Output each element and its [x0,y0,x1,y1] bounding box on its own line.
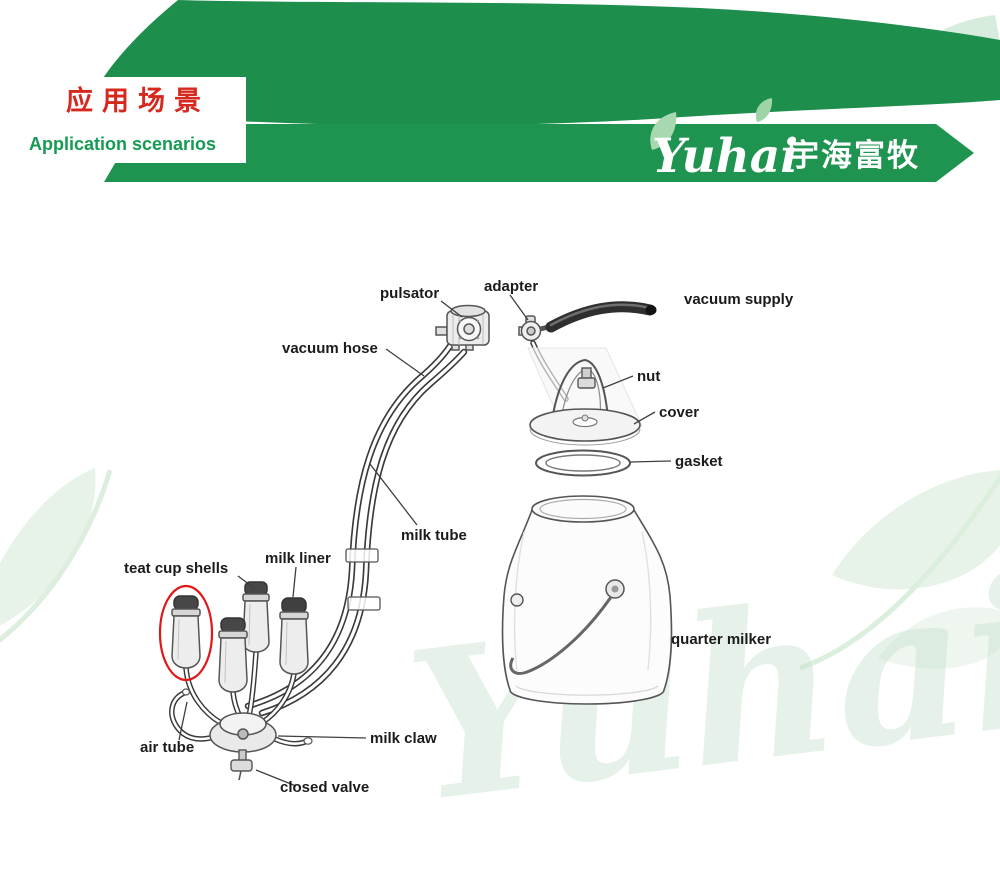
bucket-handle-wire [509,596,613,675]
leader-gasket [629,460,672,463]
label-vacuum-supply: vacuum supply [684,291,794,308]
leader-lines [178,294,672,787]
label-closed-valve: closed valve [280,779,369,796]
logo-leaf-icon [650,112,677,150]
teat-cup-1-drawing [171,595,224,726]
green-ribbon-banner [104,124,974,182]
label-air-tube: air tube [140,739,194,756]
pulsator-drawing [435,304,490,351]
lid-handle [551,358,609,421]
leader-milk-claw [277,735,367,739]
claw-outlet-tube [272,736,313,747]
teat-cup-3-drawing [242,581,270,719]
nut-drawing [577,367,596,389]
label-gasket: gasket [675,453,723,470]
leader-milk-tube [369,463,418,526]
part-labels: pulsator adapter vacuum supply vacuum ho… [124,278,794,796]
brand-logo-script: Yuhai [652,129,798,184]
leaf-watermark-right-1 [832,470,1000,590]
diagram-artwork: pulsator adapter vacuum supply vacuum ho… [124,278,794,796]
leader-air-tube [178,701,188,741]
gasket-drawing [535,449,631,477]
header-decoration: 应用场景 Application scenarios Yuhai 宇海富牧 [0,0,1000,184]
leader-pulsator [440,300,463,318]
leader-closed-valve [255,769,297,787]
brand-watermark-text: Yuhai [397,533,1000,849]
label-milk-claw: milk claw [370,730,437,747]
milk-claw-drawing [209,712,277,753]
label-cover: cover [659,404,699,421]
leaf-watermark-left-stem [0,469,113,643]
cover-drawing [529,408,641,446]
leader-teat-cup-shells [237,575,255,589]
label-pulsator: pulsator [380,285,439,302]
vacuum-hose-drawing [244,342,454,710]
leader-nut [602,375,634,389]
logo-sprout-icon [755,98,773,122]
adapter-drawing [518,315,554,342]
label-milk-tube: milk tube [401,527,467,544]
label-vacuum-hose: vacuum hose [282,340,378,357]
leader-milk-liner [292,566,297,598]
leader-vacuum-hose [385,348,425,377]
section-title-chinese: 应用场景 [66,85,210,117]
air-tube-drawing [169,688,217,742]
top-green-swoosh [86,0,1000,126]
leaf-watermark-left [0,468,96,626]
milk-liner-cup-drawing [260,597,309,725]
leaf-watermark-right-2 [878,607,1000,669]
label-milk-liner: milk liner [265,550,331,567]
leader-adapter [509,294,529,321]
tube-clamp-lower [347,596,381,611]
label-teat-cup-shells: teat cup shells [124,560,228,577]
milk-tube-drawing [258,348,468,717]
label-nut: nut [637,368,660,385]
label-quarter-milker: quarter milker [671,631,771,648]
leaf-watermark-right-stem [799,473,1000,671]
teat-cup-2-drawing [218,617,248,722]
lid-assembly-drawing [527,347,643,477]
brand-logo-chinese: 宇海富牧 [788,138,920,174]
closed-valve-drawing [230,749,253,781]
leader-cover [633,411,656,425]
highlight-ellipse [158,584,214,682]
tube-clamp-upper [345,548,379,563]
section-title-box [0,77,246,163]
label-adapter: adapter [484,278,538,295]
quarter-milker-drawing [501,495,673,705]
section-title-english: Application scenarios [29,134,216,154]
vacuum-supply-hose-drawing [545,301,657,333]
